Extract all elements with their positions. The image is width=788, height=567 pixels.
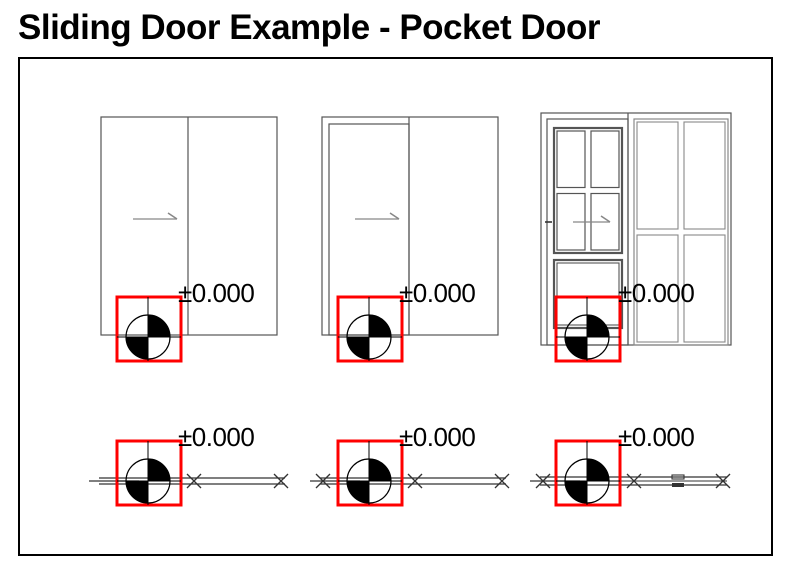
page-title: Sliding Door Example - Pocket Door — [18, 8, 600, 47]
elevation-inset-door-level-label: ±0.000 — [399, 278, 476, 308]
elevation-glazed-panel-door-level-label: ±0.000 — [618, 278, 695, 308]
plan-simple-track-level-label: ±0.000 — [178, 422, 255, 452]
plan-track-with-latch-level-label: ±0.000 — [618, 422, 695, 452]
plan-track-with-jamb-level-label: ±0.000 — [399, 422, 476, 452]
elevation-plain-door-level-label: ±0.000 — [178, 278, 255, 308]
